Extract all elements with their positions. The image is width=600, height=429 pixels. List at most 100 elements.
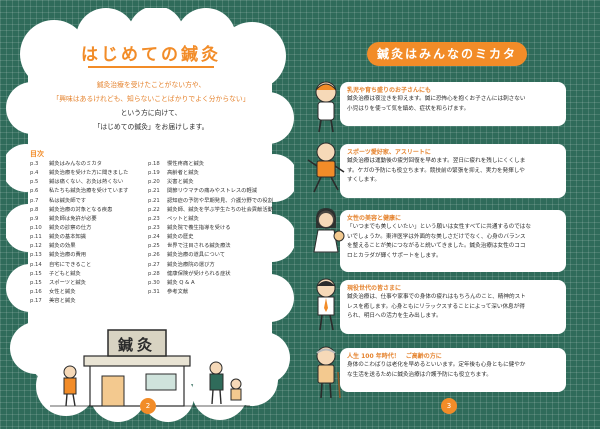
- clinic-sign: 鍼灸: [117, 336, 156, 354]
- toc-item-title: 鍼灸院で養生指導を受ける: [167, 224, 231, 231]
- toc-item-title: 鍼灸の診察の仕方: [49, 224, 92, 231]
- toc-item: p.13 鍼灸治療の費用: [30, 251, 128, 260]
- toc-item-title: 子どもと鍼灸: [49, 270, 81, 277]
- toc-item-title: 健康保険が受けられる症状: [167, 270, 231, 277]
- toc-item-title: 鍼灸治療の費用: [49, 252, 87, 259]
- toc-item: p.7 私は鍼灸師です: [30, 197, 128, 206]
- toc-item: p.21 関節リウマチの痛みやストレスの軽減: [148, 187, 273, 196]
- elderly-person-illustration: [316, 346, 341, 399]
- toc-page-number: p.7: [30, 197, 39, 204]
- left-page: はじめての鍼灸 鍼灸治療を受けたことがない方や、 「興味はあるけれども、知らない…: [30, 30, 273, 418]
- toc-page-number: p.6: [30, 188, 39, 195]
- toc-item-title: スポーツと鍼灸: [49, 279, 86, 286]
- toc-item: p.27 鍼灸治療院の選び方: [148, 261, 273, 270]
- toc-page-number: p.20: [148, 179, 160, 186]
- toc-item-title: 鍼灸師は免許が必要: [49, 215, 97, 222]
- intro-line-2: 「興味はあるけれども、知らないことばかりでよく分からない」: [52, 95, 250, 103]
- intro-line-1: 鍼灸治療を受けたことがない方や、: [96, 81, 206, 89]
- right-page-title: 鍼灸はみんなのミカタ: [367, 42, 527, 66]
- toc-page-number: p.27: [148, 261, 160, 268]
- woman-illustration: [313, 208, 345, 253]
- toc-item-title: 自宅にできること: [49, 261, 92, 268]
- toc-page-number: p.18: [148, 161, 160, 167]
- toc-page-number: p.31: [148, 288, 160, 295]
- section-body-line: いでしょうか。東洋医学は外面的な美しさだけでなく、心身のバランス: [347, 233, 526, 240]
- toc-item: p.25 世界で注目される鍼灸療法: [148, 242, 273, 251]
- toc-page-number: p.23: [148, 215, 160, 222]
- toc-page-number: p.21: [148, 188, 160, 195]
- office-worker-illustration: [316, 278, 336, 331]
- toc-item-title: 美容と鍼灸: [49, 298, 76, 305]
- toc-page-number: p.4: [30, 170, 39, 177]
- section-card: 人生 100 年時代！ ご高齢の方に身体のこわばりは老化を早めるといいます。定年…: [340, 348, 566, 392]
- section-body-line: 鍼灸治療は夜泣きを抑えます。鍼に恐怖心を抱くお子さんには刺さない: [347, 96, 526, 102]
- toc-page-number: p.8: [30, 206, 39, 213]
- toc-page-number: p.19: [148, 170, 160, 177]
- toc-item-title: 鍼灸の歴史: [167, 234, 194, 241]
- toc-item: p.9 鍼灸師は免許が必要: [30, 215, 128, 224]
- section-heading: 女性の美容と健康に: [347, 215, 402, 222]
- section-body-line: 小児はりを使って気を鎮め、症状を和らげます。: [347, 105, 470, 112]
- toc-item-title: 鍼灸の基本知識: [49, 234, 87, 241]
- toc-item-title: 高齢者と鍼灸: [167, 170, 199, 177]
- toc-item: p.5 鍼は痛くない、お灸は熱くない: [30, 178, 128, 187]
- toc-page-number: p.15: [30, 270, 42, 277]
- toc-heading: 目次: [30, 150, 44, 158]
- toc-item-title: 参考文献: [167, 288, 189, 295]
- toc-page-number: p.5: [30, 179, 39, 186]
- toc-page-number: p.23: [148, 224, 160, 231]
- toc-page-number: p.14: [30, 261, 42, 268]
- section-card: 乳児や育ち盛りのお子さんにも鍼灸治療は夜泣きを抑えます。鍼に恐怖心を抱くお子さん…: [340, 82, 566, 126]
- toc-page-number: p.30: [148, 279, 160, 286]
- toc-item-title: 鍼灸はみんなのミカタ: [49, 161, 102, 167]
- toc-page-number: p.13: [30, 252, 42, 259]
- section-body-line: を整えることが美につながると説いてきました。鍼灸治療は女性のココ: [347, 243, 526, 250]
- toc-item-title: 関節リウマチの痛みやストレスの軽減: [167, 188, 258, 195]
- toc-page-number: p.9: [30, 215, 39, 222]
- toc-page-number: p.28: [148, 270, 160, 277]
- toc-page-number: p.22: [148, 206, 160, 213]
- toc-item-title: 女性と鍼灸: [49, 288, 76, 295]
- section-heading: 乳児や育ち盛りのお子さんにも: [347, 87, 432, 94]
- toc-item-title: 鍼は痛くない、お灸は熱くない: [49, 179, 124, 186]
- toc-page-number: p.15: [30, 279, 42, 286]
- toc-page-number: p.16: [30, 288, 42, 295]
- toc-item: p.6 私たちも鍼灸治療を受けています: [30, 187, 128, 196]
- toc-page-number: p.26: [148, 252, 160, 259]
- toc-page-number: p.10: [30, 224, 42, 231]
- toc-item: p.28 健康保険が受けられる症状: [148, 270, 273, 279]
- section-body-line: な生活を送るために鍼灸治療は介護予防にも役立ちます。: [347, 371, 492, 378]
- section-body-line: 身体のこわばりは老化を早めるといいます。定年後も心身ともに健やか: [347, 362, 526, 368]
- toc-item: p.19 高齢者と鍼灸: [148, 169, 273, 178]
- toc-item-title: 鍼灸治療院の選び方: [167, 261, 215, 268]
- toc-page-number: p.11: [30, 234, 42, 241]
- section-heading: 人生 100 年時代！ ご高齢の方に: [347, 353, 442, 360]
- toc-item-title: 私は鍼灸師です: [49, 197, 87, 204]
- toc-item-title: 鍼灸の効果: [49, 243, 76, 250]
- toc-item: p.15 スポーツと鍼灸: [30, 279, 128, 288]
- section-card: 現役世代の皆さまに鍼灸治療は、仕事や家事での身体の疲れはもちろんのこと、精神的ス…: [340, 280, 566, 334]
- section-body-line: すくします。: [347, 177, 381, 184]
- section-body-line: レスを癒します。心身ともにリラックスすることによって深い休息が得: [347, 303, 525, 310]
- child-illustration: [315, 81, 337, 133]
- toc-item-title: 世界で注目される鍼灸療法: [167, 243, 231, 250]
- intro-line-3: という方に向けて、: [120, 109, 182, 117]
- page-number-right: 3: [441, 398, 457, 414]
- toc-page-number: p.25: [148, 243, 160, 250]
- toc-item-title: 私たちも鍼灸治療を受けています: [49, 188, 129, 195]
- toc-item-title: 鍼灸治療の道具について: [167, 252, 226, 259]
- section-body-line: 「いつまでも美しくいたい」という願いは女性すべてに共通するのではな: [347, 224, 531, 230]
- acupuncture-clinic-illustration: [50, 329, 250, 407]
